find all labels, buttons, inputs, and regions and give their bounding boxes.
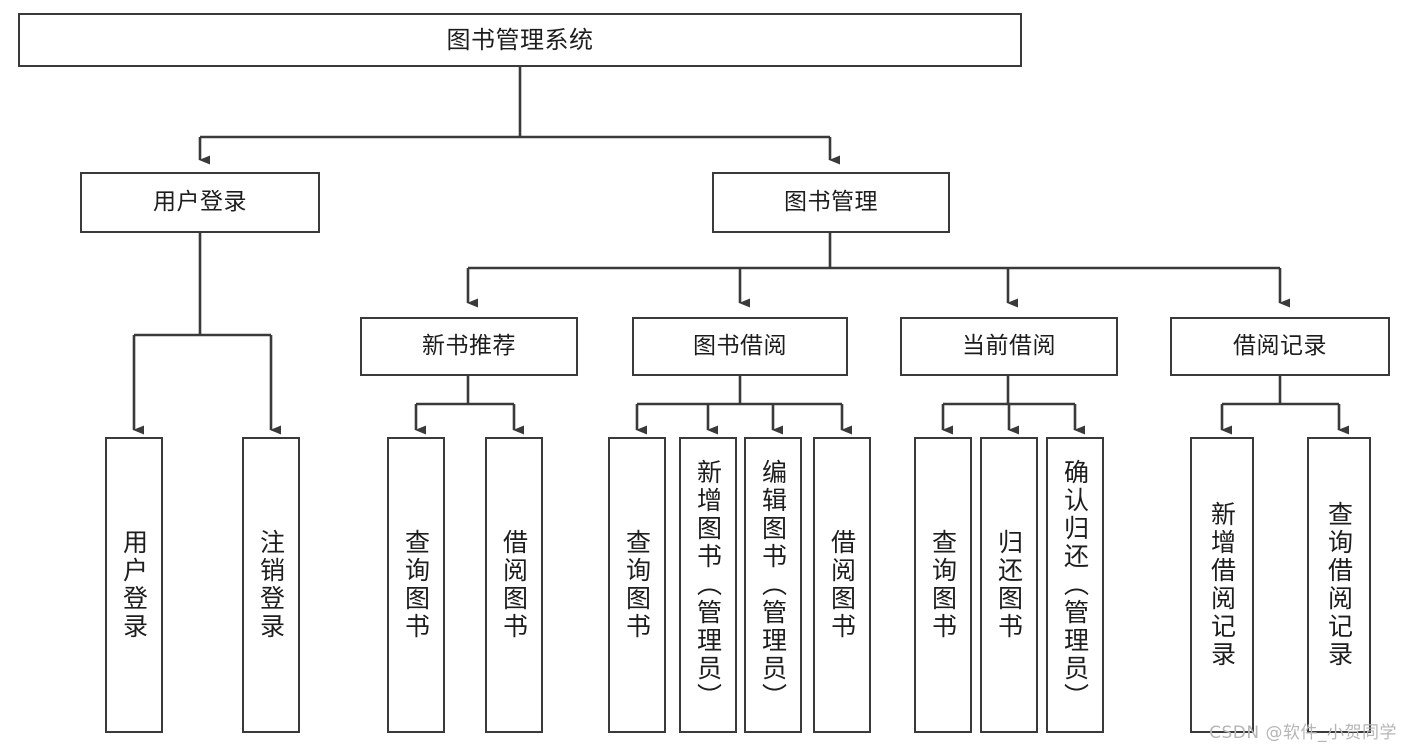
- node-label: 编辑图书（管理员）: [758, 459, 788, 711]
- node-leaf-borrow-book-recommend[interactable]: 借阅图书: [485, 437, 543, 733]
- node-label: 用户登录: [153, 188, 247, 215]
- node-leaf-confirm-return-admin[interactable]: 确认归还（管理员）: [1046, 437, 1104, 733]
- node-root-system[interactable]: 图书管理系统: [18, 13, 1022, 67]
- node-book-borrow[interactable]: 图书借阅: [632, 317, 848, 376]
- node-leaf-query-book-borrow[interactable]: 查询图书: [608, 437, 666, 733]
- node-label: 新书推荐: [422, 332, 516, 359]
- node-label: 图书借阅: [693, 332, 787, 359]
- node-leaf-user-login[interactable]: 用户登录: [105, 437, 163, 733]
- node-label: 查询图书: [928, 529, 958, 641]
- node-label: 新增图书（管理员）: [693, 459, 723, 711]
- node-label: 注销登录: [256, 529, 286, 641]
- node-leaf-borrow-book[interactable]: 借阅图书: [813, 437, 871, 733]
- node-new-book-recommend[interactable]: 新书推荐: [360, 317, 578, 376]
- node-leaf-logout[interactable]: 注销登录: [242, 437, 300, 733]
- node-label: 图书管理系统: [446, 25, 594, 54]
- node-leaf-query-book-current[interactable]: 查询图书: [914, 437, 972, 733]
- node-borrow-record[interactable]: 借阅记录: [1170, 317, 1390, 376]
- node-label: 新增借阅记录: [1207, 501, 1237, 669]
- node-label: 查询借阅记录: [1324, 501, 1354, 669]
- node-label: 借阅图书: [499, 529, 529, 641]
- node-label: 确认归还（管理员）: [1060, 459, 1090, 711]
- node-label: 查询图书: [401, 529, 431, 641]
- node-leaf-query-book-recommend[interactable]: 查询图书: [387, 437, 445, 733]
- node-label: 归还图书: [994, 529, 1024, 641]
- node-label: 用户登录: [119, 529, 149, 641]
- node-leaf-return-book[interactable]: 归还图书: [980, 437, 1038, 733]
- node-label: 当前借阅: [962, 332, 1056, 359]
- node-user-login[interactable]: 用户登录: [80, 172, 320, 233]
- node-label: 图书管理: [784, 188, 878, 215]
- watermark-text: CSDN @软件_小贺同学: [1209, 723, 1397, 743]
- node-leaf-add-book-admin[interactable]: 新增图书（管理员）: [679, 437, 737, 733]
- node-label: 借阅图书: [827, 529, 857, 641]
- node-leaf-query-borrow-record[interactable]: 查询借阅记录: [1307, 437, 1371, 733]
- node-current-borrow[interactable]: 当前借阅: [900, 317, 1118, 376]
- node-label: 查询图书: [622, 529, 652, 641]
- node-leaf-edit-book-admin[interactable]: 编辑图书（管理员）: [744, 437, 802, 733]
- node-book-management[interactable]: 图书管理: [712, 172, 950, 233]
- node-label: 借阅记录: [1233, 332, 1327, 359]
- node-leaf-add-borrow-record[interactable]: 新增借阅记录: [1190, 437, 1254, 733]
